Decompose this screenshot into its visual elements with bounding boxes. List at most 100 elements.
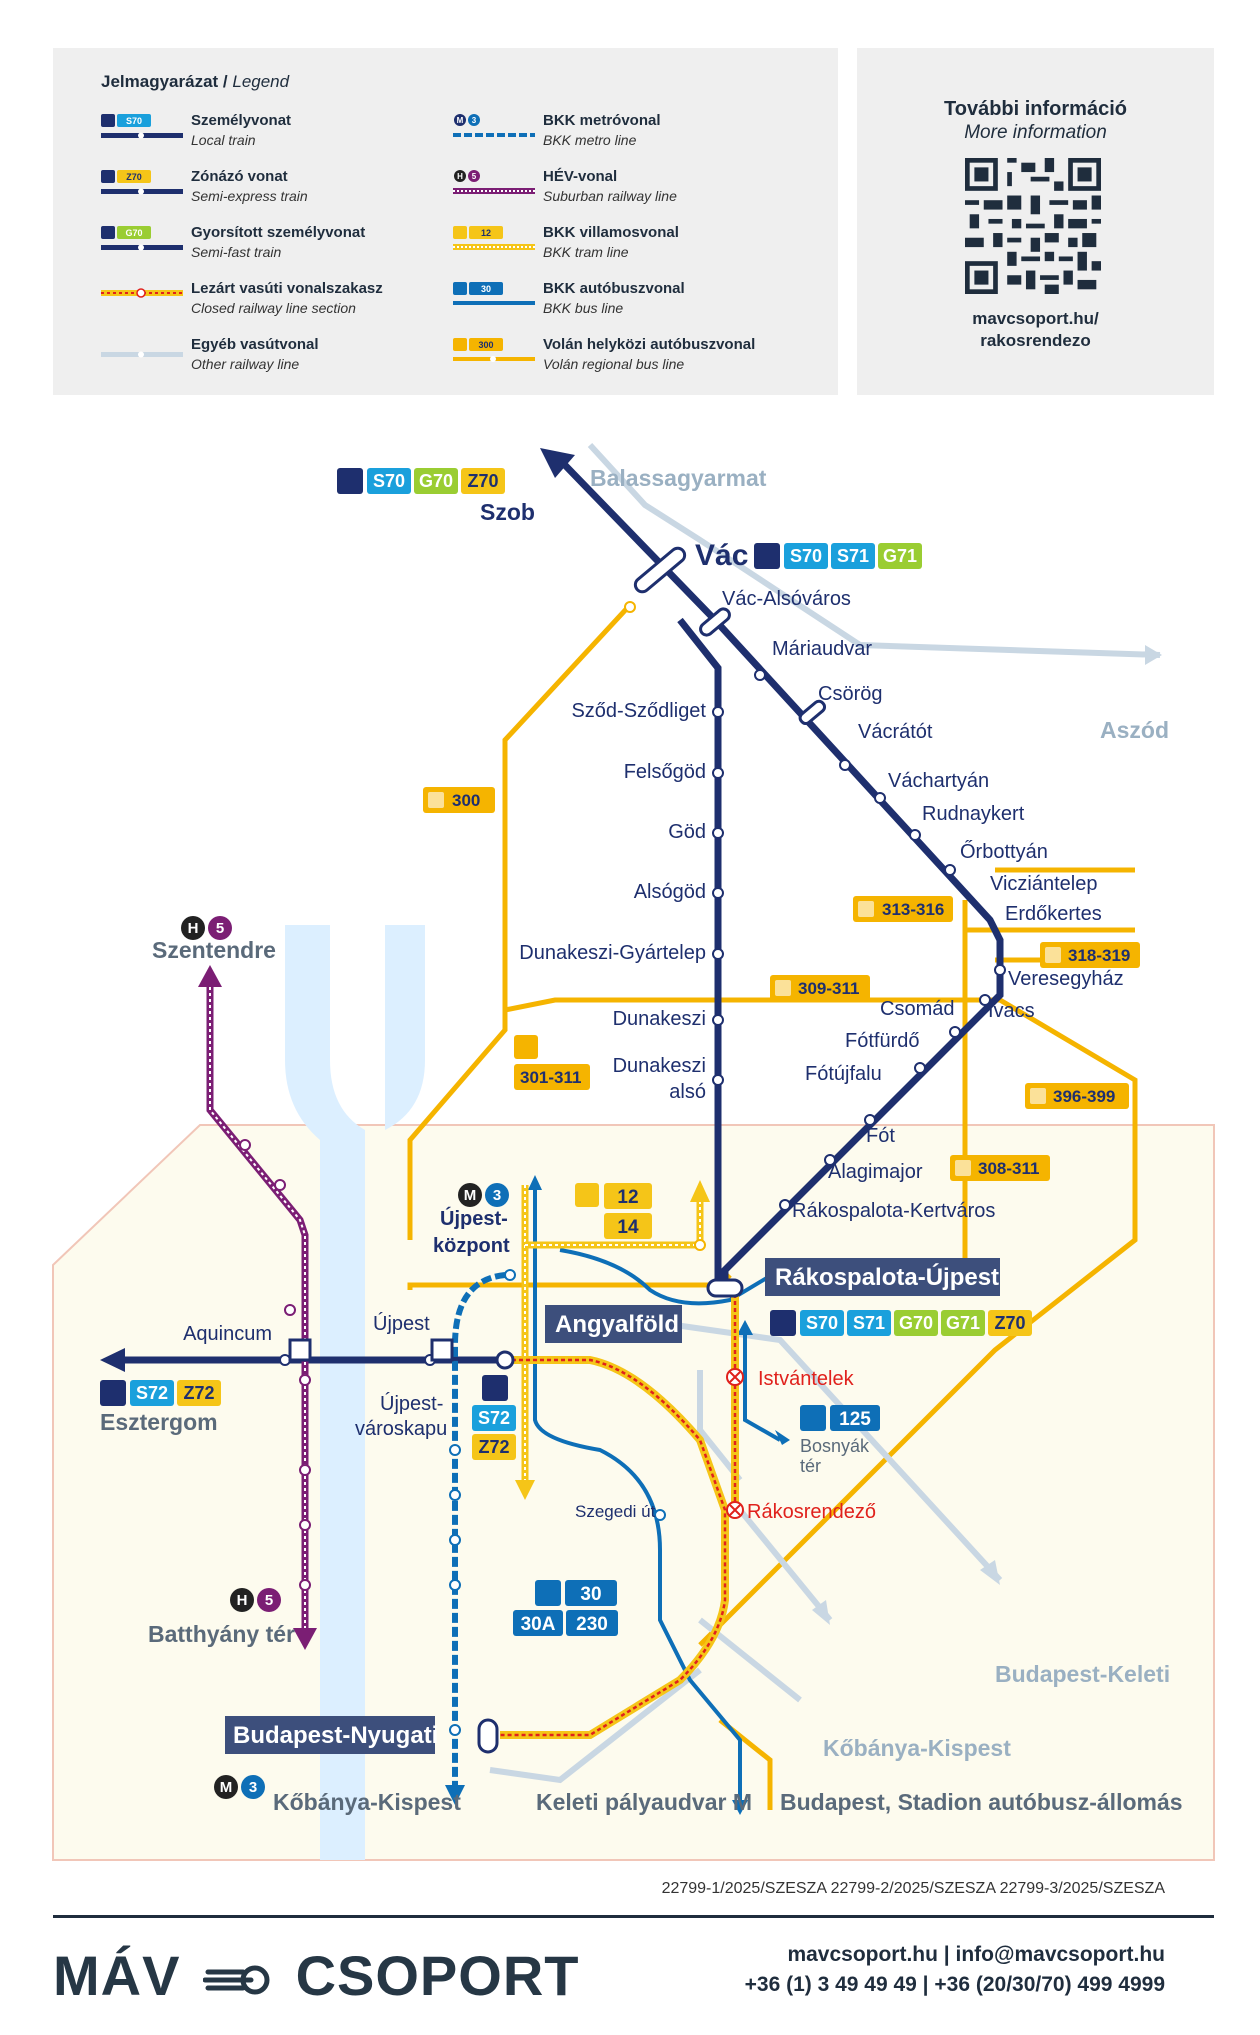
svg-text:Budapest-Nyugati: Budapest-Nyugati — [233, 1722, 438, 1749]
qr-code-icon[interactable] — [965, 158, 1101, 294]
bkk-bus-lines — [533, 1180, 782, 1810]
station-label: Csomád — [880, 998, 954, 1020]
legend-sub: Semi-fast train — [191, 244, 282, 260]
train-icon — [100, 1380, 126, 1406]
station-label: Sződ-Sződliget — [571, 700, 706, 722]
station-label: Fótújfalu — [805, 1063, 882, 1085]
info-url[interactable]: mavcsoport.hu/rakosrendezo — [972, 309, 1099, 350]
station-label: Váchartyán — [888, 770, 989, 792]
danube-river-branch — [385, 925, 425, 1130]
metro-m-icon — [458, 1183, 482, 1207]
bkk-230-label: 230 — [576, 1614, 608, 1635]
bus-318-label: 318-319 — [1068, 946, 1130, 965]
info-title: További információ — [944, 98, 1127, 120]
station-label: Aquincum — [183, 1323, 272, 1345]
mav-wings-icon — [202, 1965, 270, 1995]
dest-keleti-pu: Keleti pályaudvar M — [536, 1789, 752, 1815]
train-icon — [482, 1375, 508, 1401]
station-label: Újpest- — [380, 1392, 443, 1415]
station-vac: Vác — [695, 539, 748, 572]
station-label: Csörög — [818, 683, 882, 705]
arrow-aszod — [1145, 645, 1162, 665]
arrow-bus-125-up — [737, 1320, 753, 1335]
arrow-esztergom — [100, 1348, 125, 1372]
info-subtitle: More information — [964, 122, 1107, 143]
contact-info[interactable]: mavcsoport.hu | info@mavcsoport.hu +36 (… — [745, 1940, 1165, 2000]
legend-item-local-train: S70 Személyvonat Local train — [101, 110, 401, 160]
legend-sub: Closed railway line section — [191, 300, 356, 316]
badge-z72: Z72 — [478, 1437, 509, 1457]
legend-sub: Semi-express train — [191, 188, 308, 204]
station-label-closed: Istvántelek — [758, 1368, 855, 1390]
mav-logo: MÁV CSOPORT — [53, 1944, 580, 2007]
hev-5-label: 5 — [265, 1592, 273, 1609]
legend-title: Jelmagyarázat / Legend — [101, 72, 290, 91]
svg-text:5: 5 — [472, 172, 477, 181]
station-label-closed: Rákosrendező — [747, 1501, 876, 1523]
station-label: Vác-Alsóváros — [722, 588, 851, 610]
dest-kobanya-kispest-metro: Kőbánya-Kispest — [273, 1789, 461, 1815]
station-label: alsó — [669, 1081, 706, 1103]
svg-text:12: 12 — [481, 228, 491, 238]
legend-sub: BKK tram line — [543, 244, 629, 260]
legend-label: Lezárt vasúti vonalszakasz — [191, 280, 383, 297]
metro-3-label: 3 — [493, 1187, 501, 1204]
bus-badge — [1025, 1083, 1129, 1109]
legend-panel: Jelmagyarázat / Legend S70 Személyvonat … — [53, 48, 838, 395]
svg-text:30: 30 — [481, 284, 491, 294]
closed-line-icon — [101, 288, 183, 298]
legend-item-semi-express: Z70 Zónázó vonat Semi-express train — [101, 166, 401, 216]
badge-g71: G71 — [883, 546, 917, 566]
hev-h-icon — [230, 1588, 254, 1612]
badge-s71: S71 — [853, 1313, 885, 1333]
badge-g70: G70 — [899, 1313, 933, 1333]
station-label: Dunakeszi — [613, 1008, 706, 1030]
legend-label: HÉV-vonal — [543, 168, 618, 185]
svg-text:300: 300 — [478, 340, 493, 350]
svg-text:H: H — [457, 172, 463, 181]
bkk-125-label: 125 — [839, 1409, 871, 1430]
tram-12-label: 12 — [617, 1187, 638, 1208]
legend-label: Személyvonat — [191, 112, 292, 129]
dest-batthyany: Batthyány tér — [148, 1621, 295, 1647]
badge-s70: S70 — [790, 546, 822, 566]
station-label: Alsógöd — [634, 881, 706, 903]
tram-icon: 12 — [453, 226, 535, 250]
station-label: Őrbottyán — [960, 840, 1048, 863]
svg-text:3: 3 — [472, 116, 477, 125]
station-label: központ — [433, 1235, 510, 1257]
footer-divider — [53, 1915, 1214, 1918]
bus-309-label: 309-311 — [798, 979, 859, 998]
station-label: Újpest — [373, 1312, 430, 1335]
bus-300-label: 300 — [452, 791, 480, 810]
legend-sub: Volán regional bus line — [543, 356, 685, 372]
bus-badge — [770, 975, 870, 1001]
metro-3-label: 3 — [249, 1779, 257, 1796]
legend-item-closed: Lezárt vasúti vonalszakasz Closed railwa… — [101, 278, 401, 328]
station-label: Fótfürdő — [845, 1030, 919, 1052]
contact-web-email[interactable]: mavcsoport.hu | info@mavcsoport.hu — [787, 1943, 1165, 1966]
dest-esztergom: Esztergom — [100, 1409, 218, 1435]
angyalfold-station-marker — [495, 1350, 515, 1370]
route-map: Szob Vác Balassagyarmat Aszód Budapest-K… — [52, 442, 1215, 1861]
station-label: Rudnaykert — [922, 803, 1025, 825]
station-label: Felsőgöd — [624, 761, 706, 783]
station-label: Veresegyház — [1008, 968, 1124, 990]
arrow-bus-bosnyak — [775, 1430, 790, 1445]
contact-phone[interactable]: +36 (1) 3 49 49 49 | +36 (20/30/70) 499 … — [744, 1973, 1165, 1996]
local-train-icon: S70 — [101, 114, 183, 139]
svg-text:S70: S70 — [126, 116, 142, 126]
badge-g70: G70 — [419, 471, 453, 491]
badge-s71: S71 — [837, 546, 869, 566]
angyalfold-box: Angyalföld — [545, 1305, 682, 1343]
legend-item-volan-bus: 300 Volán helyközi autóbuszvonal Volán r… — [453, 334, 755, 384]
hev-h-icon — [181, 916, 205, 940]
badge-s70: S70 — [806, 1313, 838, 1333]
legend-sub: Local train — [191, 132, 256, 148]
svg-text:M: M — [220, 1779, 233, 1796]
closed-rail-section — [500, 1280, 744, 1739]
badge-z70: Z70 — [467, 471, 498, 491]
bus-badge — [950, 1155, 1050, 1181]
badge-g71: G71 — [946, 1313, 980, 1333]
